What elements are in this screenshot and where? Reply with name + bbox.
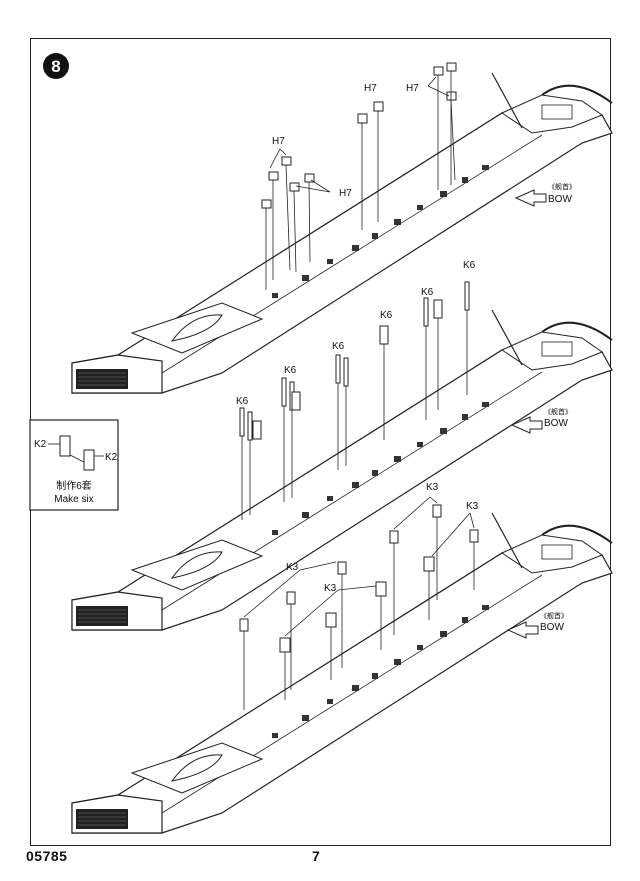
inset-cn: 制作6套: [56, 479, 92, 492]
k6-label-4: K6: [380, 310, 393, 321]
k3-label-1: K3: [286, 562, 299, 573]
k6-label-2: K6: [284, 365, 297, 376]
h7-label-4: H7: [406, 83, 419, 94]
bow-label-cn: 《舰首》: [548, 182, 576, 191]
h7-label-2: H7: [339, 188, 352, 199]
k6-parts: [239, 281, 470, 441]
h7-leader-lines: [265, 71, 456, 290]
k6-label-6: K6: [463, 260, 476, 271]
k6-label-1: K6: [236, 396, 249, 407]
k3-label-2: K3: [324, 583, 337, 594]
hull-view-3: K3 K3 K3 K3 《舰首》 BOW: [71, 482, 613, 834]
bow-arrow-icon: [506, 621, 539, 639]
bow-label-cn: 《舰首》: [544, 407, 572, 416]
bow-label-en: BOW: [548, 194, 572, 205]
k3-label-4: K3: [466, 501, 479, 512]
k2-label-1: K2: [34, 439, 47, 450]
hull-view-2: K6 K6 K6 K6 K6 K6 《舰首》 BOW: [71, 260, 613, 631]
bow-arrow-icon: [514, 189, 547, 207]
k3-leader-lines: [243, 496, 475, 710]
k2-label-2: K2: [105, 452, 118, 463]
k6-leader-lines: [241, 310, 468, 520]
step-number: 8: [51, 57, 60, 76]
inset-en: Make six: [54, 494, 93, 505]
step-badge: [43, 53, 69, 79]
inset-k2: K2 K2 制作6套 Make six: [29, 419, 119, 511]
h7-label-1: H7: [272, 136, 285, 147]
hull-view-1: H7 H7 H7 H7 《舰首》 BOW: [71, 62, 613, 394]
h7-parts: [261, 62, 457, 209]
k6-label-3: K6: [332, 341, 345, 352]
k3-label-3: K3: [426, 482, 439, 493]
h7-label-3: H7: [364, 83, 377, 94]
k6-label-5: K6: [421, 287, 434, 298]
bow-label-en: BOW: [540, 622, 564, 633]
bow-label-en: BOW: [544, 418, 568, 429]
page-number: 7: [312, 848, 320, 864]
bow-arrow-icon: [510, 416, 543, 434]
bow-label-cn: 《舰首》: [540, 611, 568, 620]
product-code: 05785: [26, 848, 68, 864]
